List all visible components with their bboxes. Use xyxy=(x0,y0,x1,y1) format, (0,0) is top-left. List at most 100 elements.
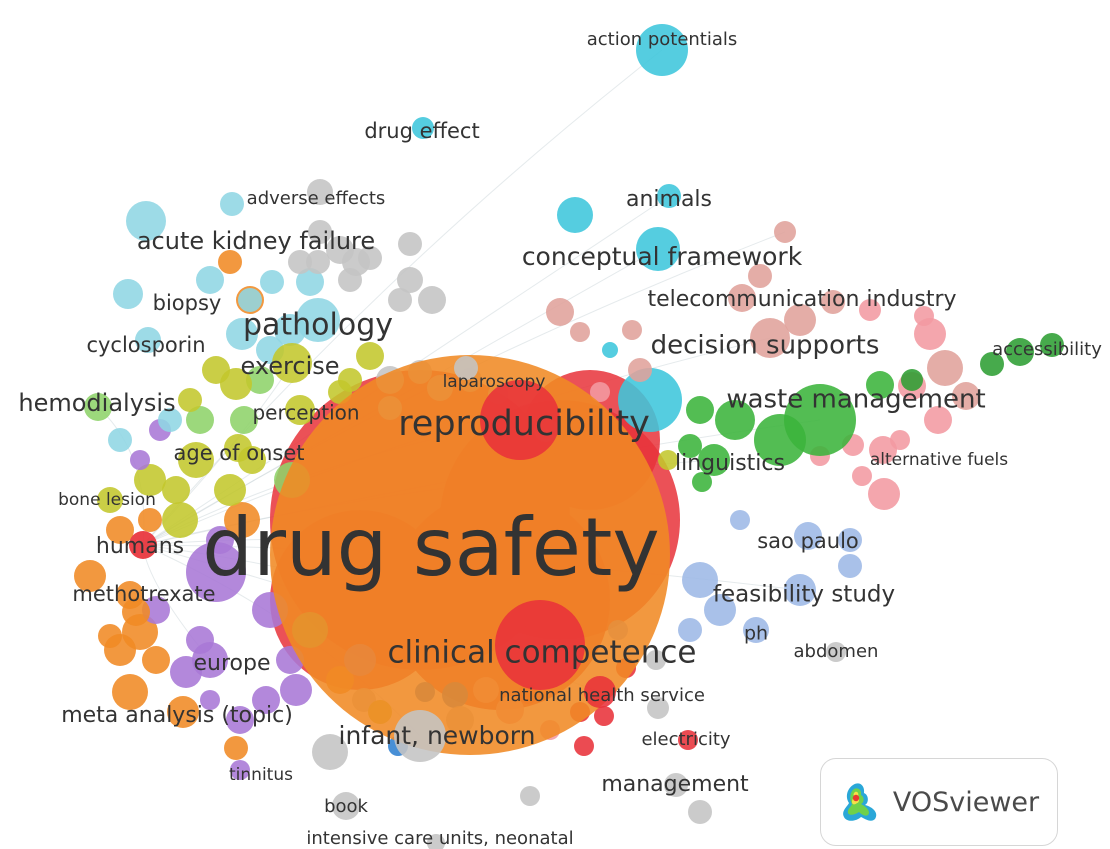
term-label-book[interactable]: book xyxy=(324,796,368,817)
term-node[interactable] xyxy=(196,266,224,294)
term-label-intensive-care-units-neonatal[interactable]: intensive care units, neonatal xyxy=(306,828,573,849)
term-node-laparoscopy[interactable] xyxy=(454,356,478,380)
term-node[interactable] xyxy=(688,800,712,824)
term-node[interactable] xyxy=(980,352,1004,376)
term-node-sao-paulo[interactable] xyxy=(794,522,822,550)
term-node[interactable] xyxy=(692,472,712,492)
term-node[interactable] xyxy=(838,554,862,578)
term-node[interactable] xyxy=(308,220,332,244)
term-node[interactable] xyxy=(398,232,422,256)
term-node[interactable] xyxy=(686,396,714,424)
term-node[interactable] xyxy=(557,197,593,233)
term-node[interactable] xyxy=(328,380,352,404)
term-label-management[interactable]: management xyxy=(601,772,749,797)
term-node[interactable] xyxy=(358,246,382,270)
term-node[interactable] xyxy=(704,594,736,626)
term-node-book[interactable] xyxy=(332,792,360,820)
term-label-acute-kidney-failure[interactable]: acute kidney failure xyxy=(137,227,375,255)
term-label-animals[interactable]: animals xyxy=(626,187,712,212)
term-label-decision-supports[interactable]: decision supports xyxy=(651,331,880,361)
term-node[interactable] xyxy=(546,298,574,326)
term-label-national-health-service[interactable]: national health service xyxy=(499,685,705,706)
term-node[interactable] xyxy=(838,528,862,552)
term-node[interactable] xyxy=(388,288,412,312)
term-node-conceptual-framework[interactable] xyxy=(636,227,680,271)
term-node-perception[interactable] xyxy=(285,395,315,425)
term-node[interactable] xyxy=(260,270,284,294)
term-node[interactable] xyxy=(214,474,246,506)
term-node[interactable] xyxy=(238,288,262,312)
term-node[interactable] xyxy=(821,290,845,314)
term-node[interactable] xyxy=(952,382,980,410)
term-node-drug-effect[interactable] xyxy=(412,117,434,139)
term-node-tinnitus[interactable] xyxy=(230,760,250,780)
term-node[interactable] xyxy=(868,478,900,510)
term-node[interactable] xyxy=(628,358,652,382)
term-label-electricity[interactable]: electricity xyxy=(641,729,730,750)
term-node-alternative-fuels[interactable] xyxy=(869,436,897,464)
term-node[interactable] xyxy=(901,369,923,391)
term-node[interactable] xyxy=(246,366,274,394)
term-node-age-of-onset[interactable] xyxy=(224,434,252,462)
term-node[interactable] xyxy=(859,299,881,321)
term-node-reproducibility[interactable] xyxy=(480,380,560,460)
term-node-telecommunication-industry[interactable] xyxy=(774,221,796,243)
term-node-meta-analysis-topic-[interactable] xyxy=(167,696,199,728)
term-label-meta-analysis-topic-[interactable]: meta analysis (topic) xyxy=(61,703,293,728)
term-label-adverse-effects[interactable]: adverse effects xyxy=(247,188,386,209)
term-node[interactable] xyxy=(296,268,324,296)
term-node[interactable] xyxy=(162,502,198,538)
term-node[interactable] xyxy=(728,284,756,312)
term-node[interactable] xyxy=(158,408,182,432)
term-label-drug-effect[interactable]: drug effect xyxy=(364,119,479,143)
term-node[interactable] xyxy=(682,562,718,598)
term-node-infant-newborn[interactable] xyxy=(394,710,446,762)
term-node[interactable] xyxy=(74,560,106,592)
term-node[interactable] xyxy=(730,510,750,530)
term-label-reproducibility[interactable]: reproducibility xyxy=(398,404,650,444)
term-label-tinnitus[interactable]: tinnitus xyxy=(229,765,293,785)
term-node[interactable] xyxy=(106,516,134,544)
term-label-cyclosporin[interactable]: cyclosporin xyxy=(86,333,205,357)
term-node[interactable] xyxy=(784,304,816,336)
term-node[interactable] xyxy=(162,476,190,504)
term-node[interactable] xyxy=(230,406,258,434)
term-node-acute-kidney-failure[interactable] xyxy=(126,201,166,241)
term-label-biopsy[interactable]: biopsy xyxy=(153,291,222,315)
term-node[interactable] xyxy=(178,442,214,478)
term-node[interactable] xyxy=(200,690,220,710)
term-node[interactable] xyxy=(418,286,446,314)
term-label-drug-safety[interactable]: drug safety xyxy=(202,501,659,594)
term-node[interactable] xyxy=(312,734,348,770)
term-label-action-potentials[interactable]: action potentials xyxy=(587,29,738,50)
term-label-alternative-fuels[interactable]: alternative fuels xyxy=(870,450,1008,470)
term-label-feasibility-study[interactable]: feasibility study xyxy=(713,582,895,608)
term-node[interactable] xyxy=(178,388,202,412)
term-node[interactable] xyxy=(748,264,772,288)
term-node[interactable] xyxy=(658,450,678,470)
term-node-adverse-effects[interactable] xyxy=(307,179,333,205)
term-node-accessibility[interactable] xyxy=(1040,333,1064,357)
term-node-animals[interactable] xyxy=(657,184,681,208)
term-label-abdomen[interactable]: abdomen xyxy=(794,641,879,662)
term-node[interactable] xyxy=(280,674,312,706)
term-node[interactable] xyxy=(1006,338,1034,366)
term-node-abdomen[interactable] xyxy=(826,642,846,662)
term-label-europe[interactable]: europe xyxy=(194,651,271,676)
term-node[interactable] xyxy=(520,786,540,806)
term-node[interactable] xyxy=(647,697,669,719)
term-node[interactable] xyxy=(715,400,755,440)
term-node-ph[interactable] xyxy=(743,617,769,643)
term-node[interactable] xyxy=(202,356,230,384)
term-node-intensive-care-units-neonatal[interactable] xyxy=(427,834,445,849)
term-node-action-potentials[interactable] xyxy=(636,24,688,76)
term-label-bone-lesion[interactable]: bone lesion xyxy=(58,490,156,510)
term-node-electricity[interactable] xyxy=(678,730,698,750)
term-node[interactable] xyxy=(678,618,702,642)
term-node[interactable] xyxy=(142,646,170,674)
term-node[interactable] xyxy=(134,464,166,496)
term-node[interactable] xyxy=(186,406,214,434)
term-label-accessibility[interactable]: accessibility xyxy=(992,339,1102,360)
term-node[interactable] xyxy=(138,508,162,532)
